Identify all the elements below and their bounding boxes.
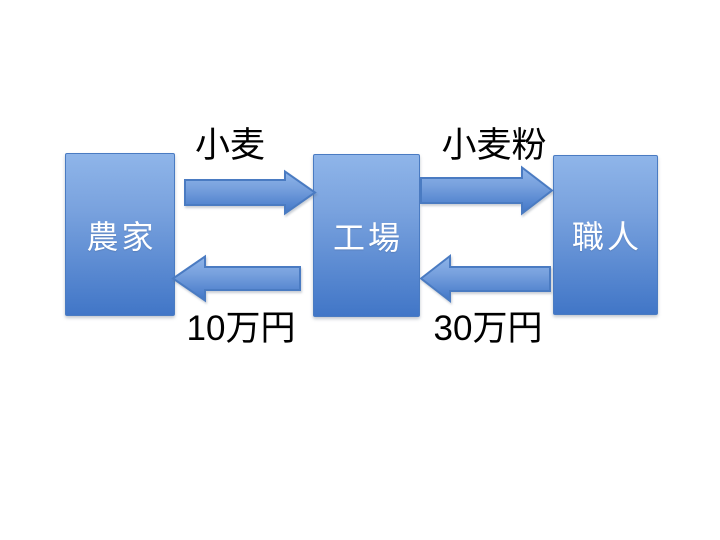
left-arrow-icon-pay10 — [171, 254, 301, 303]
node-factory-label: 工場 — [332, 219, 403, 256]
flow-label-payment-30: 30万円 — [433, 309, 543, 348]
node-craftsman: 職人 — [553, 155, 658, 315]
flow-label-wheat: 小麦 — [194, 126, 266, 165]
flow-label-flour: 小麦粉 — [441, 126, 547, 165]
node-craftsman-label: 職人 — [571, 219, 642, 255]
flow-label-payment-10: 10万円 — [186, 309, 296, 348]
right-arrow-icon-wheat — [184, 169, 317, 216]
node-farmer-label: 農家 — [86, 218, 157, 255]
left-arrow-icon-pay30 — [419, 253, 551, 304]
node-factory: 工場 — [313, 154, 420, 317]
node-farmer: 農家 — [65, 153, 175, 316]
right-arrow-icon-flour — [420, 165, 554, 216]
